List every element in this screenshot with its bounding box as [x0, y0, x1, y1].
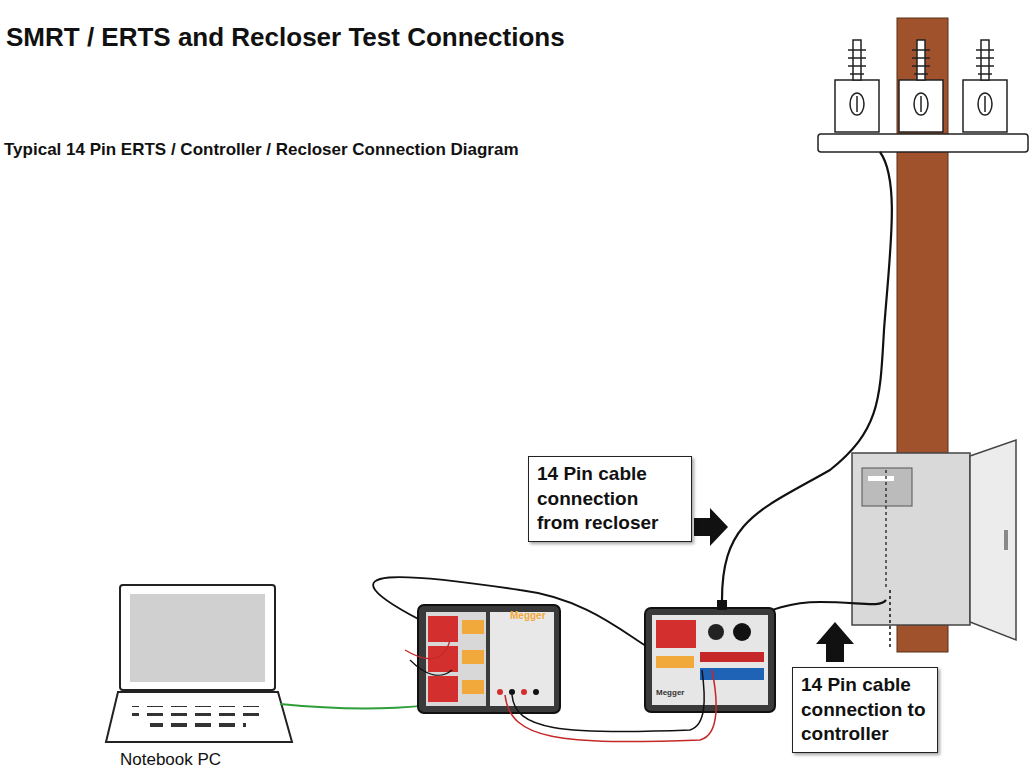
test-lead	[505, 670, 716, 742]
callout-arrow	[694, 508, 728, 546]
ground-wire	[889, 590, 891, 650]
callout-text: 14 Pin cable connection from recloser	[537, 462, 683, 536]
erts-unit	[645, 600, 775, 712]
smrt-unit	[418, 605, 560, 713]
test-lead	[512, 670, 704, 732]
callout-arrow	[816, 622, 854, 662]
recloser-bushings	[835, 40, 1007, 132]
callout-box: 14 Pin cable connection from recloser	[528, 456, 692, 542]
test-lead	[405, 640, 450, 659]
callout-text: 14 Pin cable connection to controller	[801, 673, 929, 747]
test-lead	[410, 660, 452, 675]
crossarm	[818, 134, 1028, 152]
brand-logo: Megger	[510, 610, 546, 621]
diagram-title: SMRT / ERTS and Recloser Test Connection…	[6, 22, 565, 53]
recloser-cable	[722, 152, 892, 600]
controller-cabinet	[852, 440, 1016, 640]
callout-box: 14 Pin cable connection to controller	[792, 667, 938, 753]
brand-logo: Megger	[656, 688, 684, 697]
subtitle: Typical 14 Pin ERTS / Controller / Reclo…	[4, 140, 519, 160]
device-label: Notebook PC	[120, 750, 221, 770]
notebook-pc	[106, 585, 292, 742]
ground-wire	[885, 470, 886, 590]
